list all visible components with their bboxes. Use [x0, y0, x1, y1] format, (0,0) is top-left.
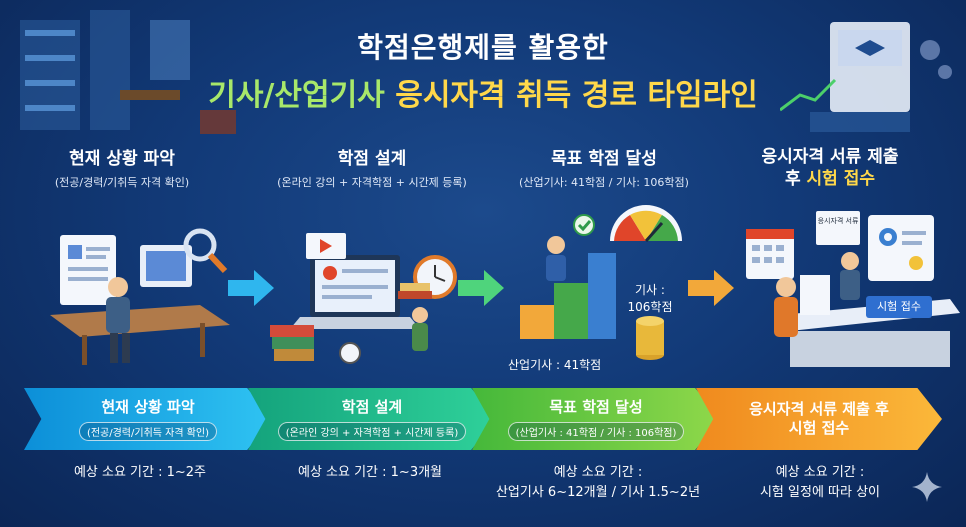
step2-illustration [270, 233, 457, 364]
timeline-step2: 학점 설계 (온라인 강의 + 자격학점 + 시간제 등록) [248, 388, 496, 450]
step4-heading: 응시자격 서류 제출 후 시험 접수 [710, 146, 950, 190]
title-highlight-path: 응시자격 취득 경로 타임라인 [395, 78, 758, 113]
gauge-icon [610, 205, 682, 242]
sanup-credit-label: 산업기사 : 41학점 [508, 358, 602, 372]
step2-heading: 학점 설계 (온라인 강의 + 자격학점 + 시간제 등록) [252, 148, 492, 190]
step2-subtitle: (온라인 강의 + 자격학점 + 시간제 등록) [277, 176, 467, 189]
timeline-step4-title-line1: 응시자격 서류 제출 후 [749, 400, 889, 418]
step3-illustration [520, 205, 682, 360]
step1-duration: 예상 소요 기간 : 1~2주 [73, 465, 207, 480]
flow-arrow-3 [688, 270, 734, 306]
gear-icon [879, 228, 897, 246]
sparkle-icon [912, 472, 942, 502]
exam-registration-button: 시험 접수 [866, 296, 932, 318]
laptop-icon [290, 255, 420, 329]
step1-illustration [50, 228, 230, 365]
step1-subtitle: (전공/경력/기취득 자격 확인) [54, 176, 190, 189]
magnifier-icon [183, 228, 228, 274]
exam-panel [868, 215, 934, 281]
step4-title-line1: 응시자격 서류 제출 [761, 147, 899, 167]
step4-illustration [746, 211, 960, 367]
flow-arrow-1 [228, 270, 274, 306]
timeline-step3-title: 목표 학점 달성 [549, 397, 643, 416]
timeline-step1-sub: (전공/경력/기취득 자격 확인) [78, 421, 218, 441]
calendar-icon [746, 229, 794, 279]
step2-title: 학점 설계 [337, 149, 407, 169]
timeline-step4: 응시자격 서류 제출 후 시험 접수 [696, 388, 942, 450]
title-highlight-gisa: 기사/산업기사 [208, 78, 385, 113]
application-document-label: 응시자격 서류 [817, 217, 859, 225]
timeline-step1: 현재 상황 파악 (전공/경력/기취득 자격 확인) [24, 388, 272, 450]
step3-heading: 목표 학점 달성 (산업기사: 41학점 / 기사: 106학점) [484, 148, 724, 190]
page-title-line2: 기사/산업기사 응시자격 취득 경로 타임라인 [0, 70, 966, 114]
timeline-step3: 목표 학점 달성 (산업기사 : 41학점 / 기사 : 106학점) [472, 388, 720, 450]
check-icon [573, 214, 595, 236]
timeline-step1-title: 현재 상황 파악 [101, 397, 195, 416]
timeline-step4-title-line2: 시험 접수 [788, 419, 850, 437]
online-education-scene-illustration [780, 22, 952, 132]
step1-heading: 현재 상황 파악 (전공/경력/기취득 자격 확인) [2, 148, 242, 190]
step3-subtitle: (산업기사: 41학점 / 기사: 106학점) [519, 176, 689, 189]
timeline-step2-title: 학점 설계 [341, 397, 403, 416]
coin-stack-icon [636, 316, 664, 360]
certificate-icon [909, 256, 923, 270]
step4-title-highlight: 시험 접수 [806, 169, 876, 189]
timeline-step3-sub: (산업기사 : 41학점 / 기사 : 106학점) [507, 421, 685, 441]
timeline-step2-sub: (온라인 강의 + 자격학점 + 시간제 등록) [277, 421, 467, 441]
step3-duration: 예상 소요 기간 : 산업기사 6~12개월 / 기사 1.5~2년 [495, 465, 701, 500]
page-title-line1: 학점은행제를 활용한 [357, 31, 609, 64]
step4-title-line2: 후 시험 접수 [784, 169, 876, 189]
step3-title: 목표 학점 달성 [551, 149, 657, 169]
step2-duration: 예상 소요 기간 : 1~3개월 [297, 465, 443, 480]
step4-duration: 예상 소요 기간 : 시험 일정에 따라 상이 [759, 465, 881, 500]
step1-title: 현재 상황 파악 [69, 149, 175, 169]
gisa-credit-label: 기사 : 106학점 [627, 283, 673, 314]
library-scene-illustration [20, 10, 236, 134]
flow-arrow-2 [458, 270, 504, 306]
